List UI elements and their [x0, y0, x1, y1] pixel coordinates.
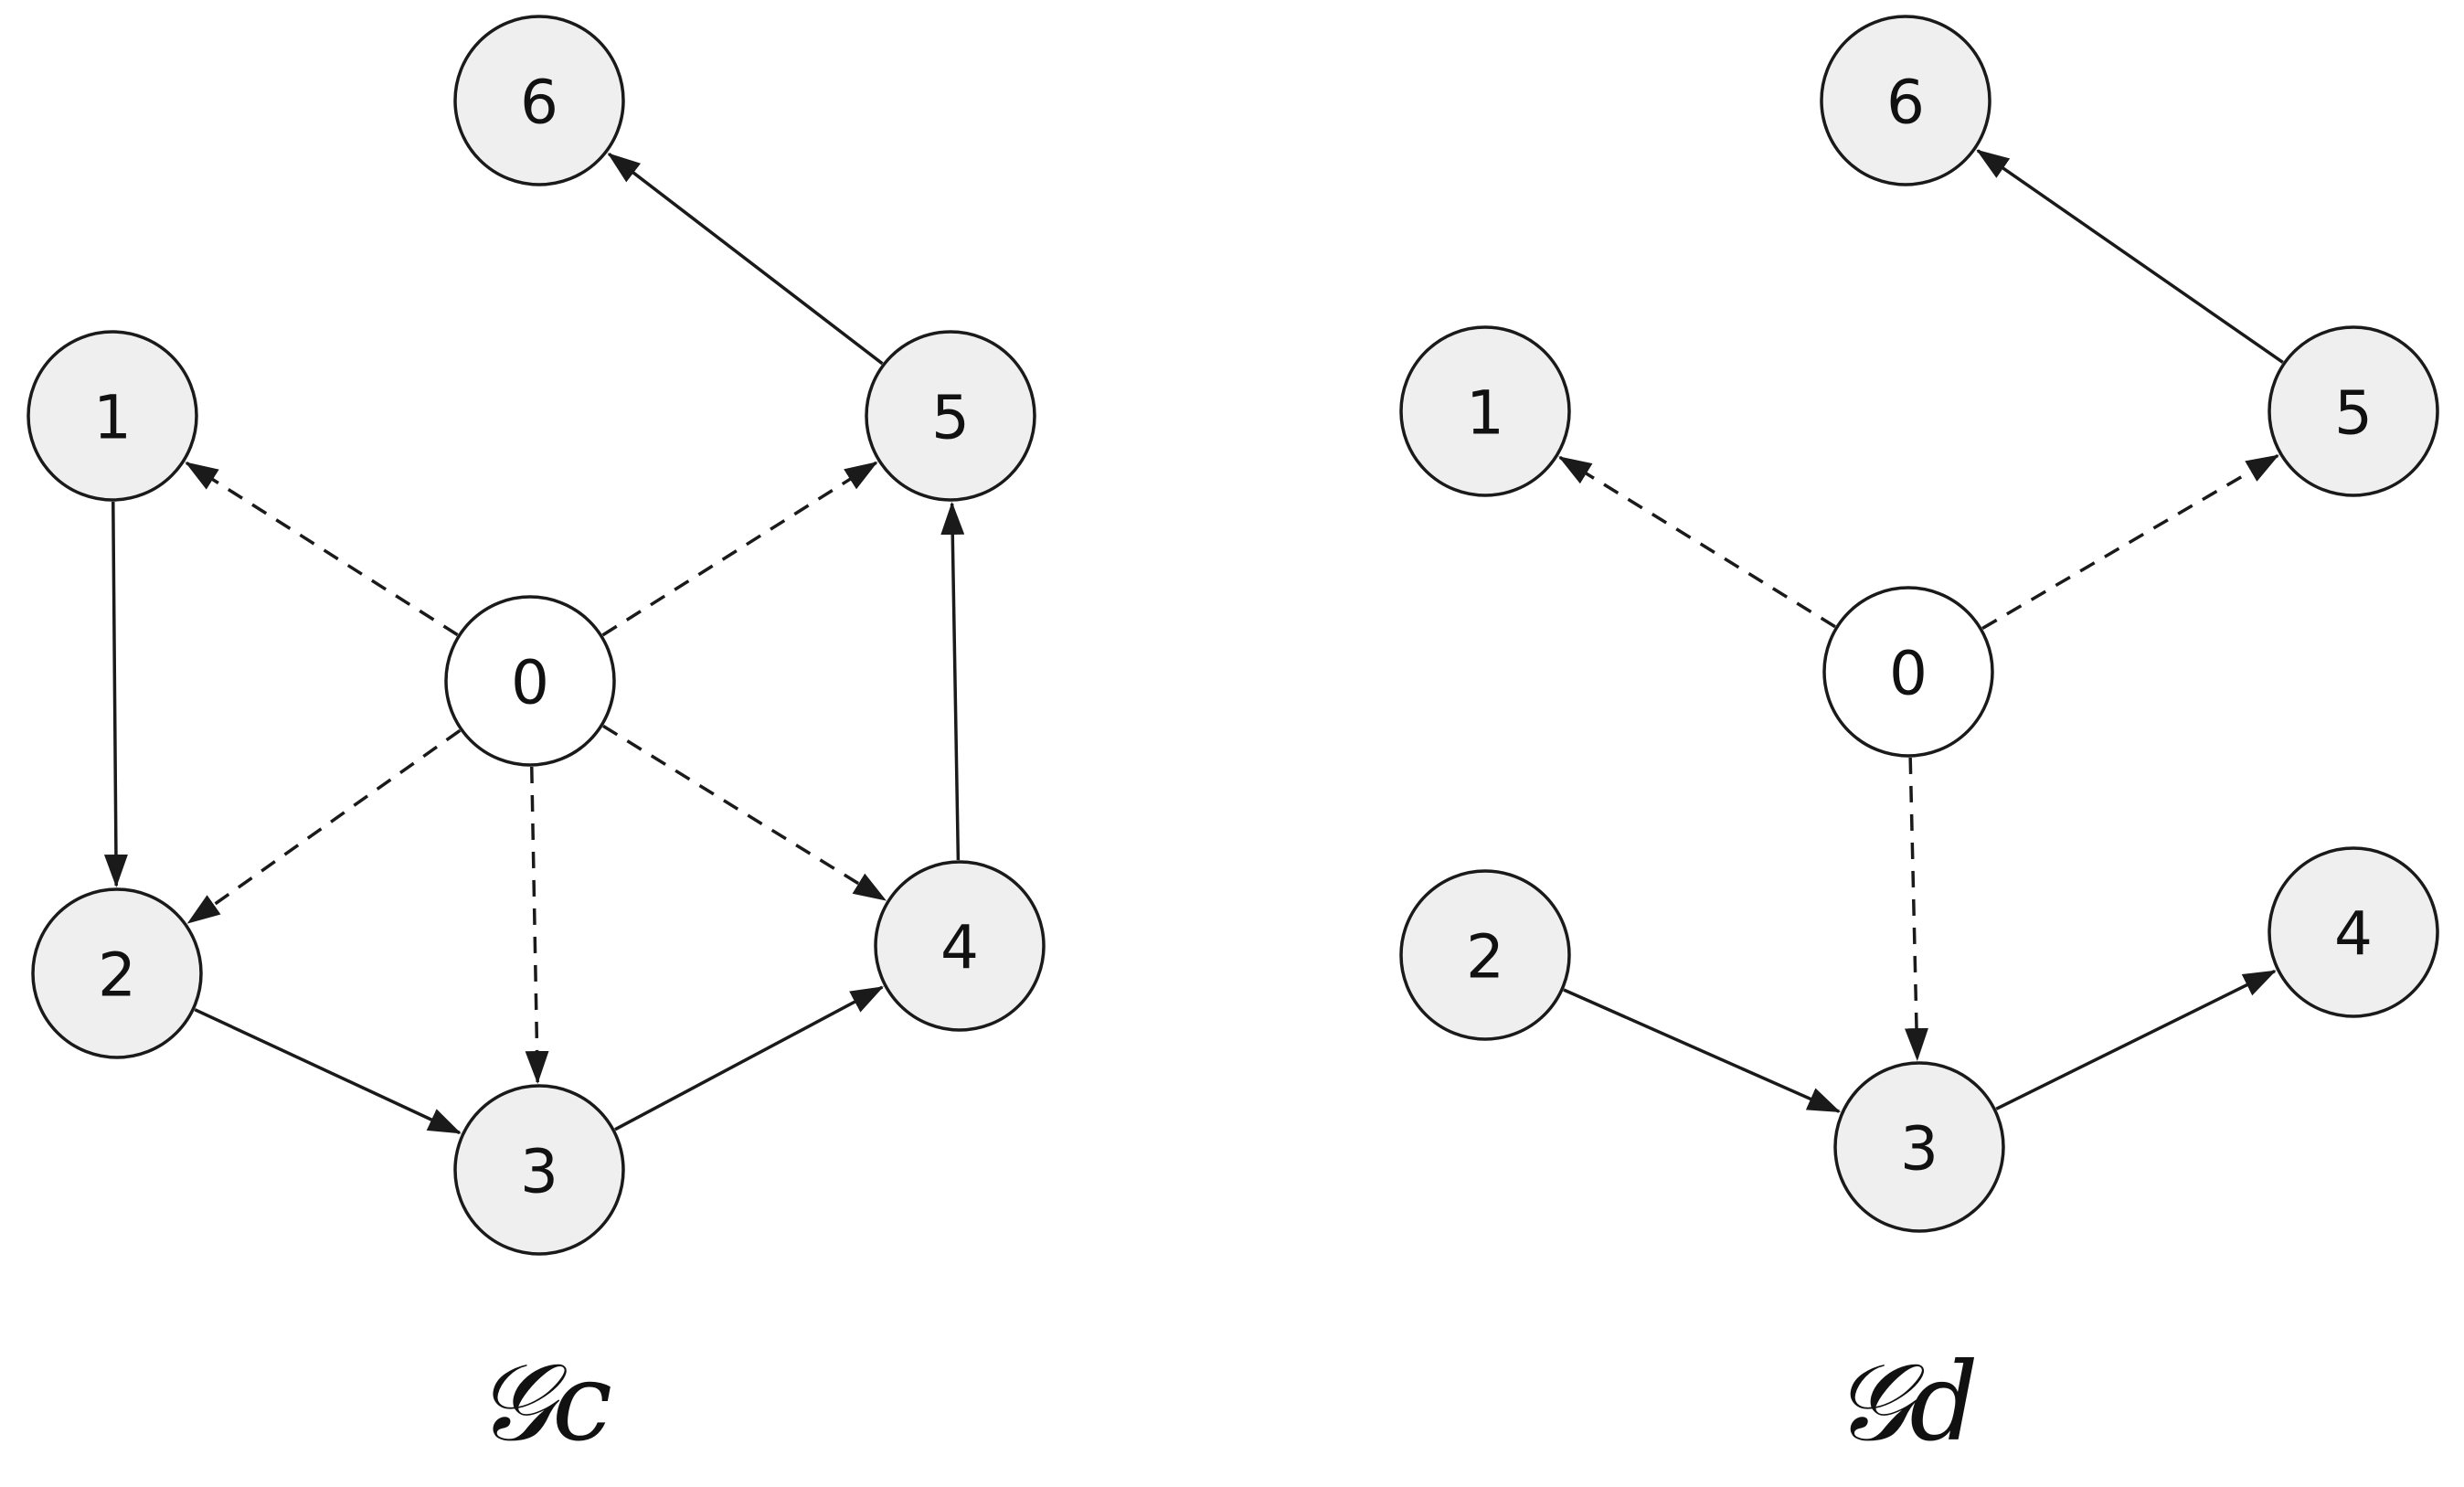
node-label: 6 [520, 68, 558, 138]
edge-gc-0-to-4 [602, 724, 887, 902]
node-circle [1399, 869, 1571, 1041]
node-circle [27, 330, 198, 502]
edge-gd-5-to-6 [1976, 149, 2284, 364]
node-circle [1833, 1061, 2005, 1233]
graph-gc-edges [103, 153, 965, 1135]
node-label: 4 [940, 913, 979, 983]
edge-gd-0-to-3 [1905, 757, 1928, 1062]
edge-gc-0-to-3 [525, 766, 549, 1085]
node-label: 2 [98, 940, 136, 1011]
graph-gd-edges [1558, 149, 2284, 1113]
node-label: 2 [1466, 922, 1504, 993]
edge-gd-2-to-3 [1563, 988, 1842, 1113]
node-circle [31, 887, 203, 1059]
edge-gc-0-to-5 [601, 461, 878, 637]
edge-gc-4-to-5 [940, 501, 965, 861]
node-label: 1 [93, 383, 132, 453]
node-label: 5 [2334, 378, 2373, 449]
node-gd-1: 1 [1399, 325, 1571, 497]
node-gd-6: 6 [1820, 15, 1991, 186]
node-circle [1820, 15, 1991, 186]
node-gc-0: 0 [444, 595, 616, 767]
node-circle [1399, 325, 1571, 497]
node-gc-1: 1 [27, 330, 198, 502]
edge-gc-0-to-2 [186, 728, 462, 924]
node-circle [865, 330, 1036, 502]
node-label: 3 [1900, 1114, 1938, 1184]
node-circle [453, 1084, 625, 1256]
node-label: 0 [1889, 639, 1928, 709]
node-circle [2268, 846, 2439, 1018]
node-gd-5: 5 [2268, 325, 2439, 497]
node-gc-2: 2 [31, 887, 203, 1059]
edge-gc-5-to-6 [607, 153, 884, 366]
node-gc-3: 3 [453, 1084, 625, 1256]
edge-gd-3-to-4 [1995, 970, 2277, 1110]
node-gc-4: 4 [874, 860, 1046, 1032]
node-label: 1 [1466, 378, 1504, 449]
node-label: 6 [1886, 68, 1925, 138]
edge-gc-0-to-1 [185, 461, 459, 637]
graph-gc-nodes: 0 1 2 3 4 5 6 [27, 15, 1046, 1256]
node-circle [444, 595, 616, 767]
node-circle [874, 860, 1046, 1032]
node-label: 3 [520, 1137, 558, 1207]
node-label: 4 [2334, 899, 2373, 970]
node-gd-4: 4 [2268, 846, 2439, 1018]
node-circle [453, 15, 625, 186]
node-gd-0: 0 [1822, 586, 1994, 758]
node-gc-6: 6 [453, 15, 625, 186]
graph-gd-caption: 𝒢d [1832, 1339, 1979, 1465]
graph-gd-nodes: 0 1 2 3 4 5 6 [1399, 15, 2439, 1233]
node-gc-5: 5 [865, 330, 1036, 502]
edge-gc-3-to-4 [614, 985, 885, 1131]
node-gd-3: 3 [1833, 1061, 2005, 1233]
node-circle [1822, 586, 1994, 758]
edge-gd-0-to-5 [1981, 453, 2279, 631]
graph-gc: 0 1 2 3 4 5 6 𝒢c [27, 15, 1046, 1465]
graph-gc-caption: 𝒢c [475, 1339, 612, 1465]
node-circle [2268, 325, 2439, 497]
node-label: 5 [931, 383, 970, 453]
edge-gd-0-to-1 [1558, 455, 1836, 629]
node-label: 0 [511, 648, 549, 718]
node-gd-2: 2 [1399, 869, 1571, 1041]
edge-gc-2-to-3 [194, 1008, 462, 1135]
graph-gd: 0 1 2 3 4 5 6 𝒢d [1399, 15, 2439, 1465]
edge-gc-1-to-2 [103, 501, 128, 888]
